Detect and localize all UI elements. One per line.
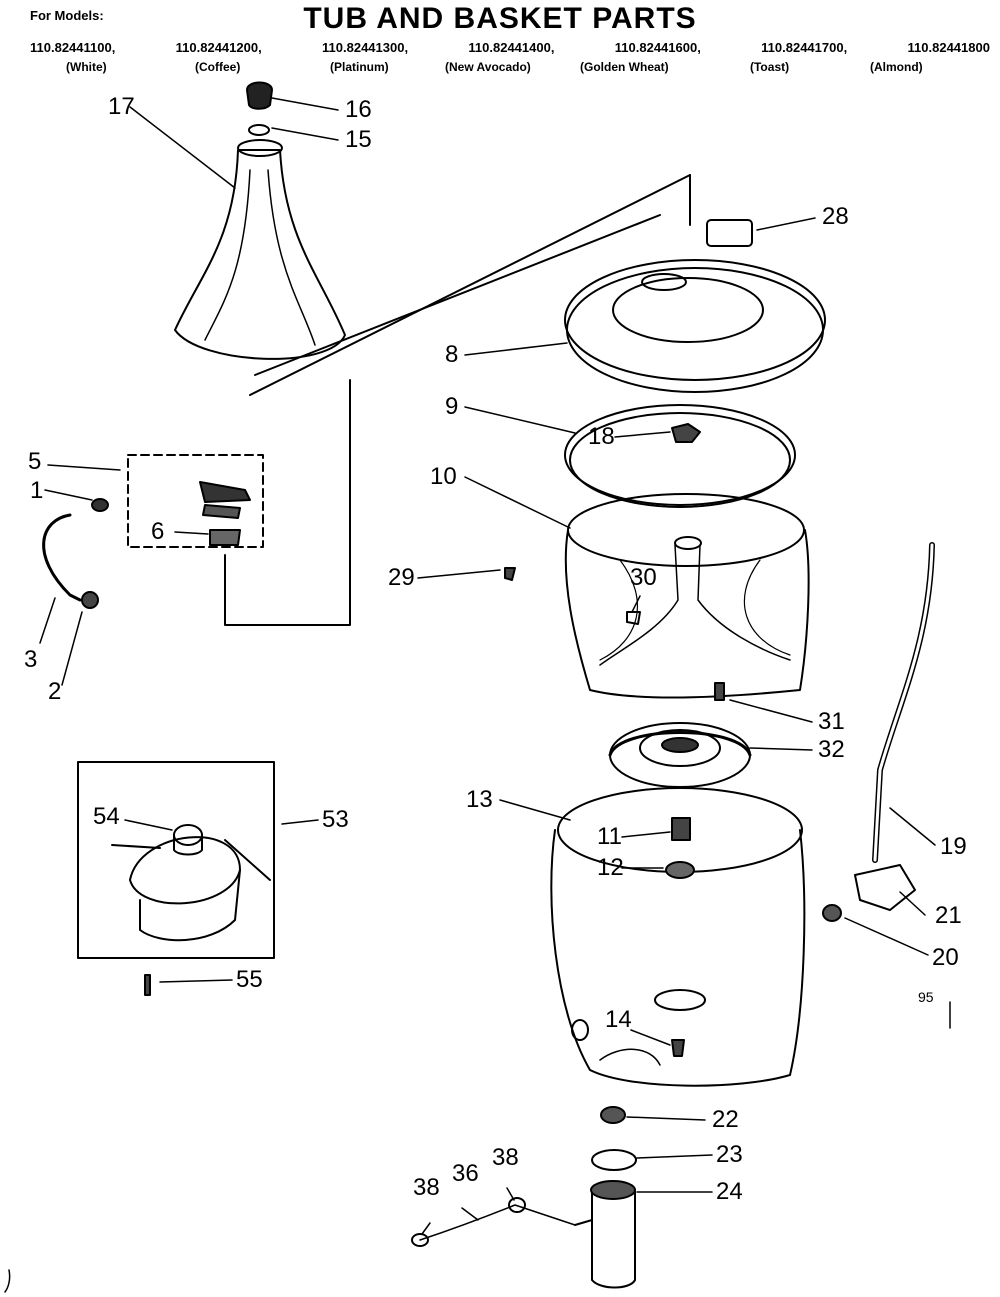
model-number: 110.82441300, — [322, 40, 409, 55]
part-11-drawing — [671, 817, 691, 841]
part-29-drawing — [504, 567, 516, 581]
margin-corner-mark — [4, 1269, 11, 1293]
callout-15: 15 — [345, 126, 372, 153]
callout-12: 12 — [597, 854, 624, 881]
drive-assembly-drawing — [77, 761, 275, 996]
callout-3: 3 — [24, 646, 38, 673]
hose-and-clamps-drawing — [411, 1197, 576, 1247]
callout-6: 6 — [151, 518, 165, 545]
callout-10: 10 — [430, 463, 457, 490]
callout-leader-lines — [39, 97, 936, 1235]
assembly-outline-frame — [224, 174, 691, 626]
model-number-list: 110.82441100, 110.82441200, 110.82441300… — [30, 40, 990, 55]
part-18-drawing — [671, 423, 701, 443]
part-31-drawing — [714, 682, 725, 701]
agitator-drawing — [174, 81, 346, 360]
callout-21: 21 — [935, 902, 962, 929]
callout-9: 9 — [445, 393, 459, 420]
model-number: 110.82441200, — [175, 40, 262, 55]
callout-19: 19 — [940, 833, 967, 860]
callout-17: 17 — [108, 93, 135, 120]
callout-20: 20 — [932, 944, 959, 971]
callout-53: 53 — [322, 806, 349, 833]
hub-drawing — [608, 722, 752, 788]
callout-36: 36 — [452, 1160, 479, 1187]
callout-55: 55 — [236, 966, 263, 993]
model-color: (New Avocado) — [445, 60, 531, 74]
part-30-drawing — [626, 611, 641, 625]
drain-hose-drawing — [822, 542, 935, 922]
part-14-drawing — [671, 1039, 685, 1057]
model-number: 110.82441400, — [468, 40, 555, 55]
callout-8: 8 — [445, 341, 459, 368]
model-number: 110.82441800 — [907, 40, 990, 55]
part-28-label-plate — [706, 219, 753, 247]
for-models-label: For Models: — [30, 8, 104, 23]
model-color: (Platinum) — [330, 60, 389, 74]
callout-2: 2 — [48, 678, 62, 705]
seal-kit-drawing — [42, 454, 264, 609]
model-number: 110.82441600, — [614, 40, 701, 55]
callout-38: 38 — [492, 1144, 519, 1171]
callout-14: 14 — [605, 1006, 632, 1033]
callout-32: 32 — [818, 736, 845, 763]
callout-16: 16 — [345, 96, 372, 123]
spin-basket-drawing — [564, 493, 810, 699]
model-color: (Toast) — [750, 60, 790, 74]
drain-parts-drawing — [574, 1106, 637, 1289]
part-12-drawing — [665, 861, 695, 879]
callout-30: 30 — [630, 564, 657, 591]
callout-24: 24 — [716, 1178, 743, 1205]
tub-ring-drawing — [564, 404, 796, 508]
callout-31: 31 — [818, 708, 845, 735]
model-number: 110.82441100, — [30, 40, 116, 55]
callout-13: 13 — [466, 786, 493, 813]
callout-5: 5 — [28, 448, 42, 475]
callout-23: 23 — [716, 1141, 743, 1168]
callout-18: 18 — [588, 423, 615, 450]
model-color: (Golden Wheat) — [580, 60, 669, 74]
model-number: 110.82441700, — [761, 40, 848, 55]
tub-cover-drawing — [564, 259, 826, 393]
callout-22: 22 — [712, 1106, 739, 1133]
callout-1: 1 — [30, 477, 44, 504]
callout-38: 38 — [413, 1174, 440, 1201]
page-title: TUB AND BASKET PARTS — [303, 2, 697, 35]
callout-28: 28 — [822, 203, 849, 230]
model-color: (Almond) — [870, 60, 923, 74]
callout-11: 11 — [597, 823, 622, 850]
callout-29: 29 — [388, 564, 415, 591]
callout-54: 54 — [93, 803, 120, 830]
model-color: (Coffee) — [195, 60, 241, 74]
page-code-mark: 95 — [918, 989, 934, 1005]
model-color: (White) — [66, 60, 107, 74]
